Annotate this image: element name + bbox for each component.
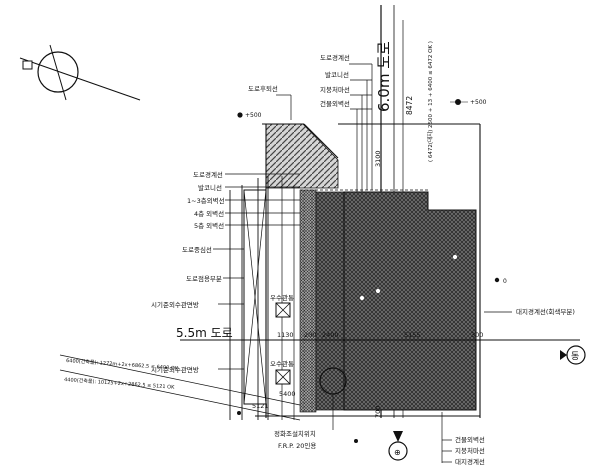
callout-setback-line: 도로중심선 bbox=[182, 245, 212, 254]
callout-window-2: 시기준외수관면방 bbox=[151, 365, 199, 374]
road-corner-label: 도로후퇴선 bbox=[248, 84, 278, 93]
formula-top: ( 6472(대지) 2500 + 13 + 6400 ≤ 6472 OK ) bbox=[426, 41, 434, 162]
septic-callout-line-1: 정화조설치위치 bbox=[274, 429, 316, 438]
compass-symbol bbox=[19, 44, 141, 101]
dimension-row: 1130 200 2400 5155 300 3100 5400 5121 70… bbox=[252, 150, 483, 418]
north-label-eaves: 지붕처마선 bbox=[320, 85, 350, 94]
bottom-label-eaves: 지붕처마선 bbox=[455, 446, 485, 455]
west-road-band bbox=[229, 176, 295, 420]
east-marker-label: 동 bbox=[571, 351, 579, 362]
dim-200: 200 bbox=[304, 331, 316, 339]
west-label-balcony: 발코니선 bbox=[198, 183, 222, 192]
north-label-wall: 건물외벽선 bbox=[320, 99, 350, 108]
west-label-wall-5: 5층 외벽선 bbox=[194, 221, 224, 230]
section-marker-c: 0 bbox=[494, 277, 507, 285]
section-marker-a-label: +500 bbox=[470, 99, 487, 106]
north-road-label: 6.0m 도로 bbox=[375, 41, 393, 112]
section-marker-b-label: +500 bbox=[245, 112, 262, 119]
north-label-balcony: 발코니선 bbox=[325, 70, 349, 79]
dim-1130: 1130 bbox=[277, 331, 294, 339]
rainwater-box-label: 우수관통 bbox=[270, 293, 294, 302]
left-callouts: 도로중심선 도로점용부분 시기준외수관면방 시기준외수관면방 bbox=[151, 245, 244, 374]
formula-left-1: 6400(건축물): 1272m+2x+6862.5 ≤ 6400 OK bbox=[66, 357, 179, 372]
north-arrow-glyph: ⊕ bbox=[394, 448, 401, 457]
dim-300: 300 bbox=[471, 331, 483, 339]
building-footprint bbox=[299, 189, 477, 413]
bottom-label-wall: 건물외벽선 bbox=[455, 435, 485, 444]
right-callout: 대지경계선(회색부분) bbox=[484, 307, 575, 316]
road-setback-corner bbox=[265, 123, 339, 189]
dim-5121: 5121 bbox=[252, 402, 269, 410]
callout-window-1: 시기준외수관면방 bbox=[151, 300, 199, 309]
dim-700: 700 bbox=[374, 406, 382, 418]
section-marker-a: +500 bbox=[450, 99, 487, 106]
section-marker-c-label: 0 bbox=[503, 278, 507, 285]
rainwater-box: 우수관통 bbox=[270, 293, 294, 318]
dim-5400: 5400 bbox=[279, 390, 296, 398]
north-arrow-label: N bbox=[398, 469, 399, 470]
callout-road-setback: 도로점용부분 bbox=[186, 275, 222, 283]
west-label-wall-4: 4층 외벽선 bbox=[194, 209, 224, 218]
sewage-box-label: 오수관통 bbox=[270, 359, 294, 368]
dim-8472: 8472 bbox=[405, 96, 414, 115]
section-marker-b: +500 bbox=[237, 112, 262, 119]
bottom-right-labels: 건물외벽선 지붕처마선 대지경계선 bbox=[441, 412, 485, 466]
formula-left-2: 4400(건축물): 10125+2x+2862.5 ≤ 5121 OK bbox=[64, 376, 175, 391]
septic-callout-line-2: F.R.P. 20인용 bbox=[278, 441, 316, 450]
dim-5155: 5155 bbox=[404, 331, 421, 339]
north-arrow: ⊕ N bbox=[388, 431, 408, 470]
west-label-road-boundary: 도로경계선 bbox=[193, 170, 223, 179]
bottom-label-site-boundary: 대지경계선 bbox=[455, 457, 485, 466]
north-label-road-boundary: 도로경계선 bbox=[320, 53, 350, 62]
west-road-label: 5.5m 도로 bbox=[176, 326, 233, 340]
west-label-stack: 도로경계선 발코니선 1~3층외벽선 4층 외벽선 5층 외벽선 bbox=[187, 170, 300, 230]
dim-2400: 2400 bbox=[322, 331, 339, 339]
right-callout-label: 대지경계선(회색부분) bbox=[516, 307, 575, 316]
north-label-stack: 도로경계선 발코니선 지붕처마선 건물외벽선 bbox=[320, 53, 373, 200]
road-corner-callout: 도로후퇴선 bbox=[248, 84, 292, 120]
sewage-box: 오수관통 bbox=[270, 359, 294, 385]
east-marker: 동 bbox=[560, 345, 586, 365]
dim-3100: 3100 bbox=[374, 150, 382, 167]
septic-callout: 정화조설치위치 F.R.P. 20인용 bbox=[274, 394, 334, 450]
west-label-wall-1-3: 1~3층외벽선 bbox=[187, 196, 225, 205]
